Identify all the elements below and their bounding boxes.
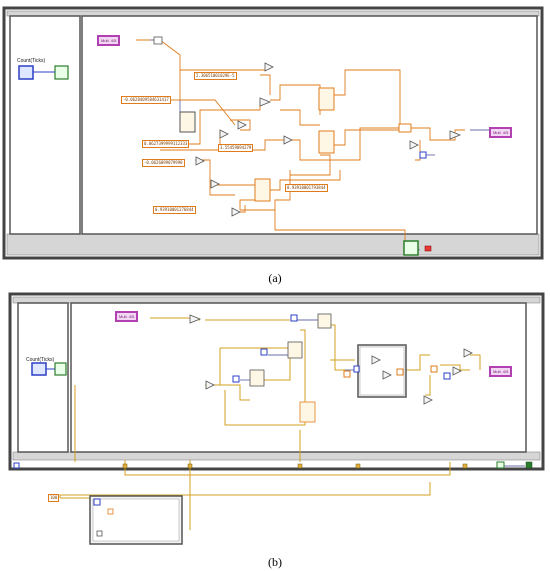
subvi-boxes-b [249, 313, 332, 423]
constant-a-0[interactable]: 2.30651001029E-5 [194, 72, 237, 80]
count-ticks-label-a: Count(Ticks) [17, 58, 46, 64]
tick-count-icon-b [31, 362, 47, 376]
operator-nodes-a [195, 62, 462, 217]
sequence-frame-right-b [70, 302, 527, 453]
input-indicator-b[interactable]: Mult. 4/5 [115, 311, 139, 322]
subvi-boxes-a [179, 87, 335, 202]
constant-a-1[interactable]: -0.0628409584631417 [121, 96, 171, 104]
caption-b: (b) [268, 555, 282, 569]
constant-a-5[interactable]: 0.93910001793844 [285, 184, 328, 192]
stop-button-a [403, 240, 419, 256]
output-indicator-a[interactable]: Mult. 4/5 [489, 127, 513, 138]
constant-a-4[interactable]: -0.0626099079998 [142, 159, 185, 167]
constant-a-3[interactable]: 3.55459094279 [218, 144, 254, 152]
merge-node-a [398, 123, 412, 133]
input-indicator-a[interactable]: Mult. 4/5 [97, 35, 121, 46]
input-convert-node-a [153, 36, 163, 45]
caption-a: (a) [268, 271, 282, 285]
operator-nodes-b [139, 314, 473, 520]
output-indicator-b[interactable]: Mult. 4/5 [489, 366, 513, 377]
stop-indicator-b [525, 461, 533, 469]
control-boxes-b [13, 314, 451, 469]
constant-a-6[interactable]: 0.93910001276844 [153, 206, 196, 214]
diagram-a-canvas [2, 6, 544, 260]
count-ticks-label-b: Count(Ticks) [26, 357, 55, 363]
sequence-frame-left-b [17, 302, 69, 453]
selector-node-a [419, 151, 427, 159]
tick-count-icon-a [18, 65, 34, 80]
wait-icon-b [54, 362, 67, 376]
constant-b-outer[interactable]: 100 [48, 494, 60, 502]
constant-a-2[interactable]: 0.0627399999112333 [142, 140, 190, 148]
diagram-b-canvas [8, 292, 545, 545]
stop-indicator-a [424, 245, 432, 252]
wait-icon-a [54, 65, 69, 80]
stop-button-b [496, 461, 505, 469]
sequence-frame-left-a [9, 15, 81, 235]
